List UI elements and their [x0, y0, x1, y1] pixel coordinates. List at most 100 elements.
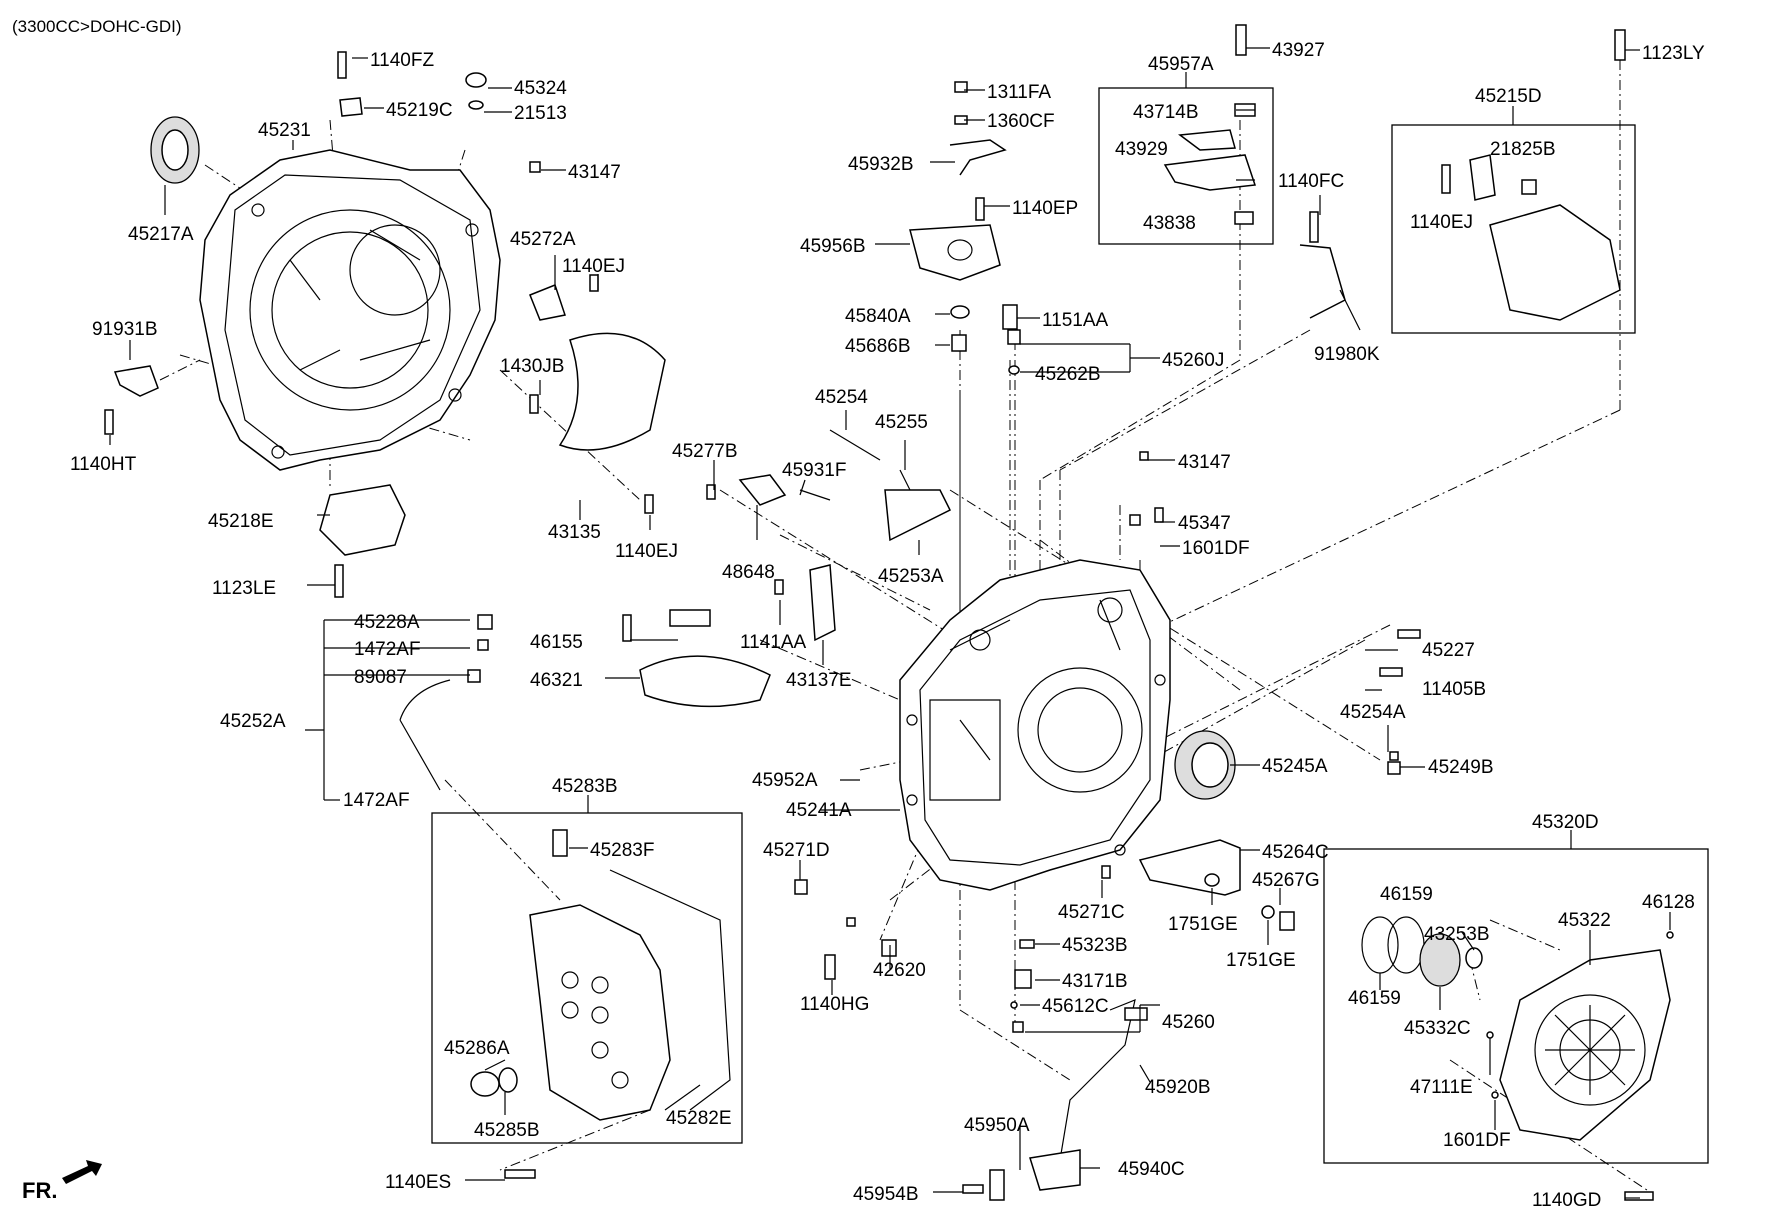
part-label[interactable]: 1140FC [1278, 171, 1344, 192]
part-label[interactable]: 45324 [514, 78, 567, 99]
seal-45332C [1419, 933, 1461, 987]
part-label[interactable]: 45956B [800, 236, 866, 257]
bushing-45686B [951, 334, 967, 352]
range-switch-45956B [909, 224, 1001, 281]
part-label[interactable]: 46128 [1642, 892, 1695, 913]
part-label[interactable]: 1601DF [1182, 538, 1250, 559]
part-label[interactable]: 45241A [786, 800, 852, 821]
part-label[interactable]: 1140EJ [562, 256, 625, 277]
part-label[interactable]: 43137E [786, 670, 852, 691]
part-label[interactable]: 1140ES [385, 1172, 451, 1193]
sensor-45920B [1124, 1007, 1148, 1021]
part-label[interactable]: 46159 [1380, 884, 1433, 905]
part-label[interactable]: 1601DF [1443, 1130, 1511, 1151]
part-label[interactable]: 1140HT [70, 454, 137, 475]
filter-45286A [470, 1071, 500, 1097]
part-label[interactable]: 1151AA [1042, 310, 1109, 331]
part-label[interactable]: 45271C [1058, 902, 1125, 923]
part-label[interactable]: 89087 [354, 667, 407, 688]
part-label[interactable]: 45267G [1252, 870, 1320, 891]
part-label[interactable]: 21513 [514, 103, 567, 124]
part-label[interactable]: 45262B [1035, 364, 1101, 385]
part-label[interactable]: 1472AF [343, 790, 410, 811]
part-label[interactable]: 43171B [1062, 971, 1128, 992]
part-label[interactable]: 45283F [590, 840, 654, 861]
part-label[interactable]: 1140GD [1532, 1190, 1601, 1211]
part-label[interactable]: 45228A [354, 612, 420, 633]
part-label[interactable]: 21825B [1490, 139, 1556, 160]
part-label[interactable]: 45954B [853, 1184, 919, 1205]
plug-45267G [1279, 911, 1295, 931]
part-label[interactable]: 45231 [258, 120, 311, 141]
pin-1601DF [1491, 1091, 1499, 1099]
part-label[interactable]: 45255 [875, 412, 928, 433]
part-label[interactable]: 45254 [815, 387, 868, 408]
part-label[interactable]: 45277B [672, 441, 738, 462]
part-label[interactable]: 45260J [1162, 350, 1224, 371]
part-label[interactable]: 45286A [444, 1038, 510, 1059]
part-label[interactable]: 43253B [1424, 924, 1490, 945]
part-label[interactable]: 91931B [92, 319, 158, 340]
part-label[interactable]: 1360CF [987, 111, 1055, 132]
part-label[interactable]: 45260 [1162, 1012, 1215, 1033]
part-label[interactable]: 45332C [1404, 1018, 1471, 1039]
part-label[interactable]: 43714B [1133, 102, 1199, 123]
part-label[interactable]: 46159 [1348, 988, 1401, 1009]
part-label[interactable]: 45347 [1178, 513, 1231, 534]
part-label[interactable]: 1140EJ [1410, 212, 1473, 233]
part-label[interactable]: 45612C [1042, 996, 1109, 1017]
part-label[interactable]: 45840A [845, 306, 911, 327]
part-label[interactable]: 1140EJ [615, 541, 678, 562]
part-label[interactable]: 43838 [1143, 213, 1196, 234]
part-label[interactable]: 45323B [1062, 935, 1128, 956]
part-label[interactable]: 46321 [530, 670, 583, 691]
part-label[interactable]: 45285B [474, 1120, 540, 1141]
part-label[interactable]: 45249B [1428, 757, 1494, 778]
part-label[interactable]: 45217A [128, 224, 194, 245]
part-label[interactable]: 45254A [1340, 702, 1406, 723]
part-label[interactable]: 45686B [845, 336, 911, 357]
part-label[interactable]: 1751GE [1168, 914, 1238, 935]
part-label[interactable]: 46155 [530, 632, 583, 653]
part-label[interactable]: 45219C [386, 100, 453, 121]
part-label[interactable]: 1123LE [212, 578, 276, 599]
bracket-45932B [949, 139, 1007, 176]
part-label[interactable]: 48648 [722, 562, 775, 583]
part-label[interactable]: 43135 [548, 522, 601, 543]
part-label[interactable]: 45950A [964, 1115, 1030, 1136]
part-label[interactable]: 43929 [1115, 139, 1168, 160]
part-label[interactable]: 45271D [763, 840, 830, 861]
part-label[interactable]: 42620 [873, 960, 926, 981]
part-label[interactable]: 1141AA [740, 632, 807, 653]
part-label[interactable]: 43927 [1272, 40, 1325, 61]
part-label[interactable]: 45218E [208, 511, 274, 532]
part-label[interactable]: 1751GE [1226, 950, 1296, 971]
part-label[interactable]: 43147 [1178, 452, 1231, 473]
part-label[interactable]: 45932B [848, 154, 914, 175]
part-label[interactable]: 11405B [1422, 679, 1486, 700]
part-label[interactable]: 1311FA [987, 82, 1051, 103]
part-label[interactable]: 1430JB [500, 356, 564, 377]
part-label[interactable]: 47111E [1410, 1077, 1473, 1098]
part-label[interactable]: 45322 [1558, 910, 1611, 931]
part-label[interactable]: 1140HG [800, 994, 869, 1015]
valve-body-45282E [529, 869, 731, 1121]
transmission-case-45241A [899, 559, 1171, 891]
part-label[interactable]: 45952A [752, 770, 818, 791]
part-label[interactable]: 45227 [1422, 640, 1475, 661]
part-label[interactable]: 45245A [1262, 756, 1328, 777]
part-label[interactable]: 1140FZ [370, 50, 434, 71]
part-label[interactable]: 45272A [510, 229, 576, 250]
part-label[interactable]: 45282E [666, 1108, 732, 1129]
part-label[interactable]: 45252A [220, 711, 286, 732]
part-label[interactable]: 1472AF [354, 639, 421, 660]
part-label[interactable]: 45931F [782, 460, 846, 481]
part-label[interactable]: 1140EP [1012, 198, 1078, 219]
part-label[interactable]: 45264C [1262, 842, 1329, 863]
part-label[interactable]: 45940C [1118, 1159, 1185, 1180]
part-label[interactable]: 45920B [1145, 1077, 1211, 1098]
part-label[interactable]: 43147 [568, 162, 621, 183]
part-label[interactable]: 45253A [878, 566, 944, 587]
part-label[interactable]: 1123LY [1642, 43, 1705, 64]
part-label[interactable]: 91980K [1314, 344, 1380, 365]
